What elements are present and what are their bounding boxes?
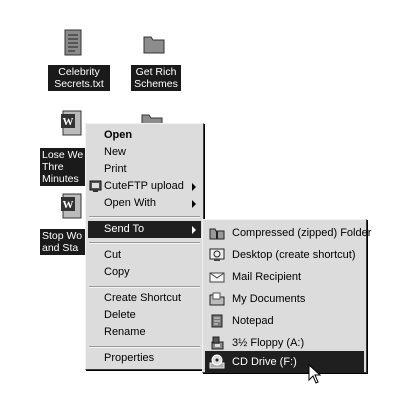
- zip-folder-icon: [209, 228, 225, 240]
- mouse-cursor-icon: [308, 364, 322, 384]
- menu-item-delete[interactable]: Delete: [104, 309, 136, 321]
- text-file-icon: [64, 29, 82, 56]
- menu-separator: [89, 216, 200, 218]
- menu-separator: [89, 286, 200, 288]
- desktop-icon-label: Get Rich Schemes: [131, 65, 181, 91]
- menu-item-cuteftp-upload[interactable]: CuteFTP upload: [88, 178, 201, 195]
- desktop-icon: [209, 248, 225, 261]
- menu-item-label: Open With: [104, 197, 156, 209]
- menu-item-label: Desktop (create shortcut): [232, 249, 356, 261]
- menu-item-open-with[interactable]: Open With: [88, 195, 201, 212]
- menu-item-label: CD Drive (F:): [232, 356, 297, 368]
- submenu-arrow-icon: [192, 200, 196, 208]
- word-document-icon: W: [61, 193, 82, 219]
- menu-separator: [89, 242, 200, 244]
- desktop-icon-label: Celebrity Secrets.txt: [48, 65, 110, 91]
- folder-icon: [143, 36, 165, 54]
- cd-drive-icon: [209, 354, 225, 369]
- desktop-icon-label: Stop Wo and Sta: [40, 229, 88, 255]
- menu-item-create-shortcut[interactable]: Create Shortcut: [104, 292, 182, 304]
- menu-item-cut[interactable]: Cut: [104, 249, 122, 261]
- menu-item-label: Mail Recipient: [232, 271, 302, 283]
- menu-item-copy[interactable]: Copy: [104, 266, 130, 278]
- send-to-mail-recipient[interactable]: Mail Recipient: [205, 266, 364, 288]
- send-to-my-documents[interactable]: My Documents: [205, 288, 364, 310]
- send-to-desktop[interactable]: Desktop (create shortcut): [205, 244, 364, 266]
- send-to-notepad[interactable]: Notepad: [205, 310, 364, 332]
- submenu-arrow-icon: [192, 183, 196, 191]
- menu-item-send-to[interactable]: Send To: [88, 221, 201, 238]
- folder-icon: [209, 292, 225, 306]
- notepad-icon: [211, 314, 223, 328]
- menu-item-label: CuteFTP upload: [104, 180, 184, 192]
- menu-item-properties[interactable]: Properties: [104, 352, 155, 364]
- send-to-compressed-folder[interactable]: Compressed (zipped) Folder: [205, 222, 371, 244]
- word-document-icon: W: [61, 110, 82, 136]
- menu-item-label: Compressed (zipped) Folder: [232, 227, 372, 239]
- send-to-submenu: Compressed (zipped) Folder Desktop (crea…: [202, 219, 371, 373]
- cuteftp-icon: [89, 180, 102, 192]
- menu-item-rename[interactable]: Rename: [104, 326, 146, 338]
- desktop-icon-label: Lose We Thre Minutes: [40, 148, 88, 186]
- menu-item-open[interactable]: Open: [104, 129, 133, 141]
- mail-icon: [209, 272, 225, 283]
- svg-text:W: W: [63, 199, 74, 211]
- context-menu: Open New Print CuteFTP upload Open With …: [85, 123, 204, 370]
- menu-separator: [89, 346, 200, 348]
- floppy-icon: [211, 336, 224, 350]
- menu-item-label: Notepad: [232, 315, 274, 327]
- menu-item-print[interactable]: Print: [104, 163, 127, 175]
- menu-item-new[interactable]: New: [104, 146, 127, 158]
- submenu-arrow-icon: [192, 226, 196, 234]
- menu-item-label: My Documents: [232, 293, 306, 305]
- svg-text:W: W: [63, 116, 74, 128]
- send-to-cd-drive[interactable]: CD Drive (F:): [205, 351, 364, 373]
- menu-item-label: 3½ Floppy (A:): [232, 337, 305, 349]
- send-to-floppy[interactable]: 3½ Floppy (A:): [205, 332, 364, 354]
- menu-item-label: Send To: [104, 223, 145, 235]
